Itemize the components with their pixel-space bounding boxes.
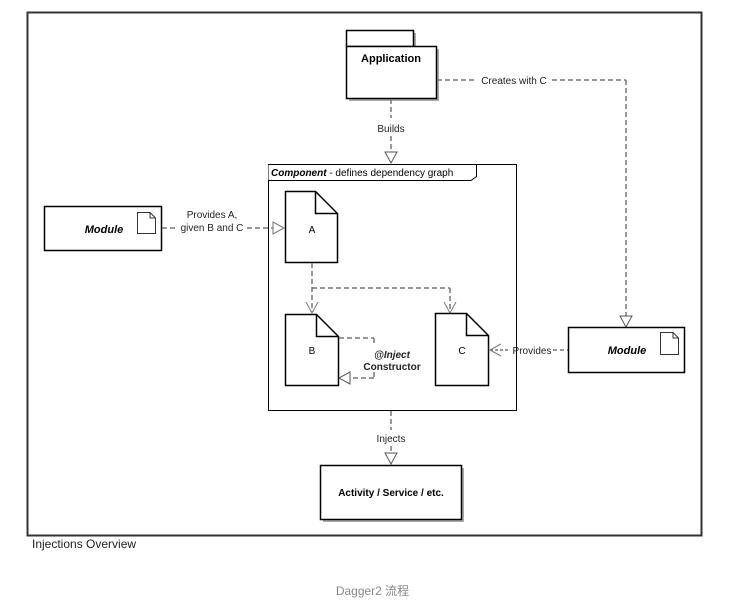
creates-with-c-label: Creates with C <box>481 76 547 87</box>
inject-label-2: Constructor <box>363 362 420 373</box>
injects-label: Injects <box>377 434 406 445</box>
builds-edge: Builds <box>377 99 405 165</box>
creates-with-c-edge: Creates with C <box>437 76 633 329</box>
provides-label: Provides <box>513 346 552 357</box>
inject-label-1: @Inject <box>374 350 411 361</box>
figure-caption: Dagger2 流程 <box>335 584 410 598</box>
injects-edge: Injects <box>377 411 406 466</box>
module-right-label: Module <box>608 345 647 357</box>
doc-b-label: B <box>309 346 316 357</box>
component-label-bold: Component <box>271 168 327 179</box>
provides-a-edge: Provides A, given B and C <box>162 210 286 235</box>
doc-c-node[interactable]: C <box>434 312 490 387</box>
module-right-node[interactable]: Module <box>567 326 686 374</box>
doc-a-node[interactable]: A <box>284 190 339 264</box>
builds-label: Builds <box>377 124 404 135</box>
application-node[interactable]: Application <box>345 29 440 102</box>
provides-a-label-1: Provides A, <box>187 210 238 221</box>
component-label-rest: - defines dependency graph <box>327 168 454 179</box>
document-icon <box>137 212 156 234</box>
activity-node[interactable]: Activity / Service / etc. <box>319 464 465 523</box>
application-label: Application <box>361 53 421 65</box>
provides-a-label-2: given B and C <box>181 223 244 234</box>
doc-b-node[interactable]: B <box>284 313 340 387</box>
document-icon <box>660 332 679 355</box>
module-left-label: Module <box>85 224 124 236</box>
component-label: Component - defines dependency graph <box>271 168 453 179</box>
doc-c-label: C <box>458 346 465 357</box>
a-to-b-c-edges <box>305 263 457 315</box>
provides-edge: Provides <box>488 343 568 357</box>
inject-constructor-edge: @Inject Constructor <box>337 337 421 385</box>
doc-a-label: A <box>309 225 316 236</box>
module-left-node[interactable]: Module <box>43 205 163 252</box>
activity-label: Activity / Service / etc. <box>338 488 444 499</box>
diagram-title: Injections Overview <box>32 537 137 551</box>
